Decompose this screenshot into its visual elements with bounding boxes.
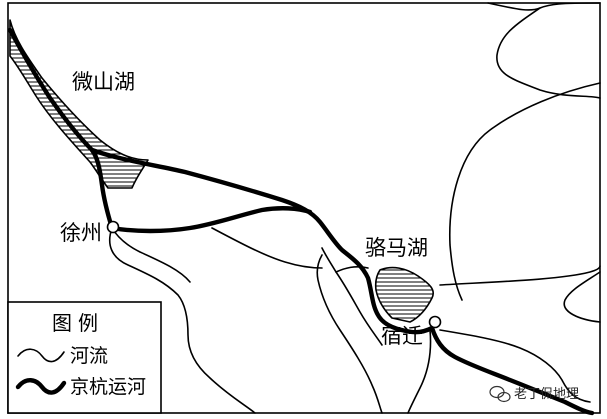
lake-luoma-shape xyxy=(374,266,434,323)
river-line xyxy=(448,82,601,301)
river-line xyxy=(111,227,191,283)
river-line xyxy=(439,265,601,286)
watermark-text: 老丁侃地理 xyxy=(514,387,579,402)
rivers xyxy=(108,2,601,414)
legend-canal-label: 京杭运河 xyxy=(70,376,146,398)
river-line xyxy=(321,247,383,346)
canal-line xyxy=(109,206,313,234)
luoma-lake-label: 骆马湖 xyxy=(365,236,428,260)
legend-canal-symbol xyxy=(15,378,67,395)
legend: 图例 河流 京杭运河 xyxy=(7,301,162,414)
river-line xyxy=(108,227,256,414)
river-line xyxy=(496,7,601,99)
river-line xyxy=(407,329,432,414)
canal-line xyxy=(429,325,595,416)
legend-river-label: 河流 xyxy=(70,345,108,367)
lake-weishan-shape xyxy=(9,19,149,189)
xuzhou-city-marker xyxy=(106,220,120,234)
suqian-label: 宿迁 xyxy=(381,324,423,348)
cities xyxy=(106,220,442,329)
river-line xyxy=(563,271,601,323)
river-line xyxy=(335,265,369,273)
watermark: 老丁侃地理 xyxy=(489,385,579,403)
grand-canal xyxy=(7,27,595,416)
river-line xyxy=(439,329,591,403)
xuzhou-label: 徐州 xyxy=(60,221,102,245)
canal-line xyxy=(89,147,435,335)
legend-title: 图例 xyxy=(52,311,104,335)
legend-river-symbol xyxy=(17,348,65,363)
river-line xyxy=(211,227,323,269)
suqian-city-marker xyxy=(428,315,442,329)
wechat-icon xyxy=(489,385,511,403)
legend-box xyxy=(7,301,162,414)
lakes xyxy=(9,19,434,323)
river-line xyxy=(316,254,383,414)
weishan-lake-label: 微山湖 xyxy=(72,70,135,94)
